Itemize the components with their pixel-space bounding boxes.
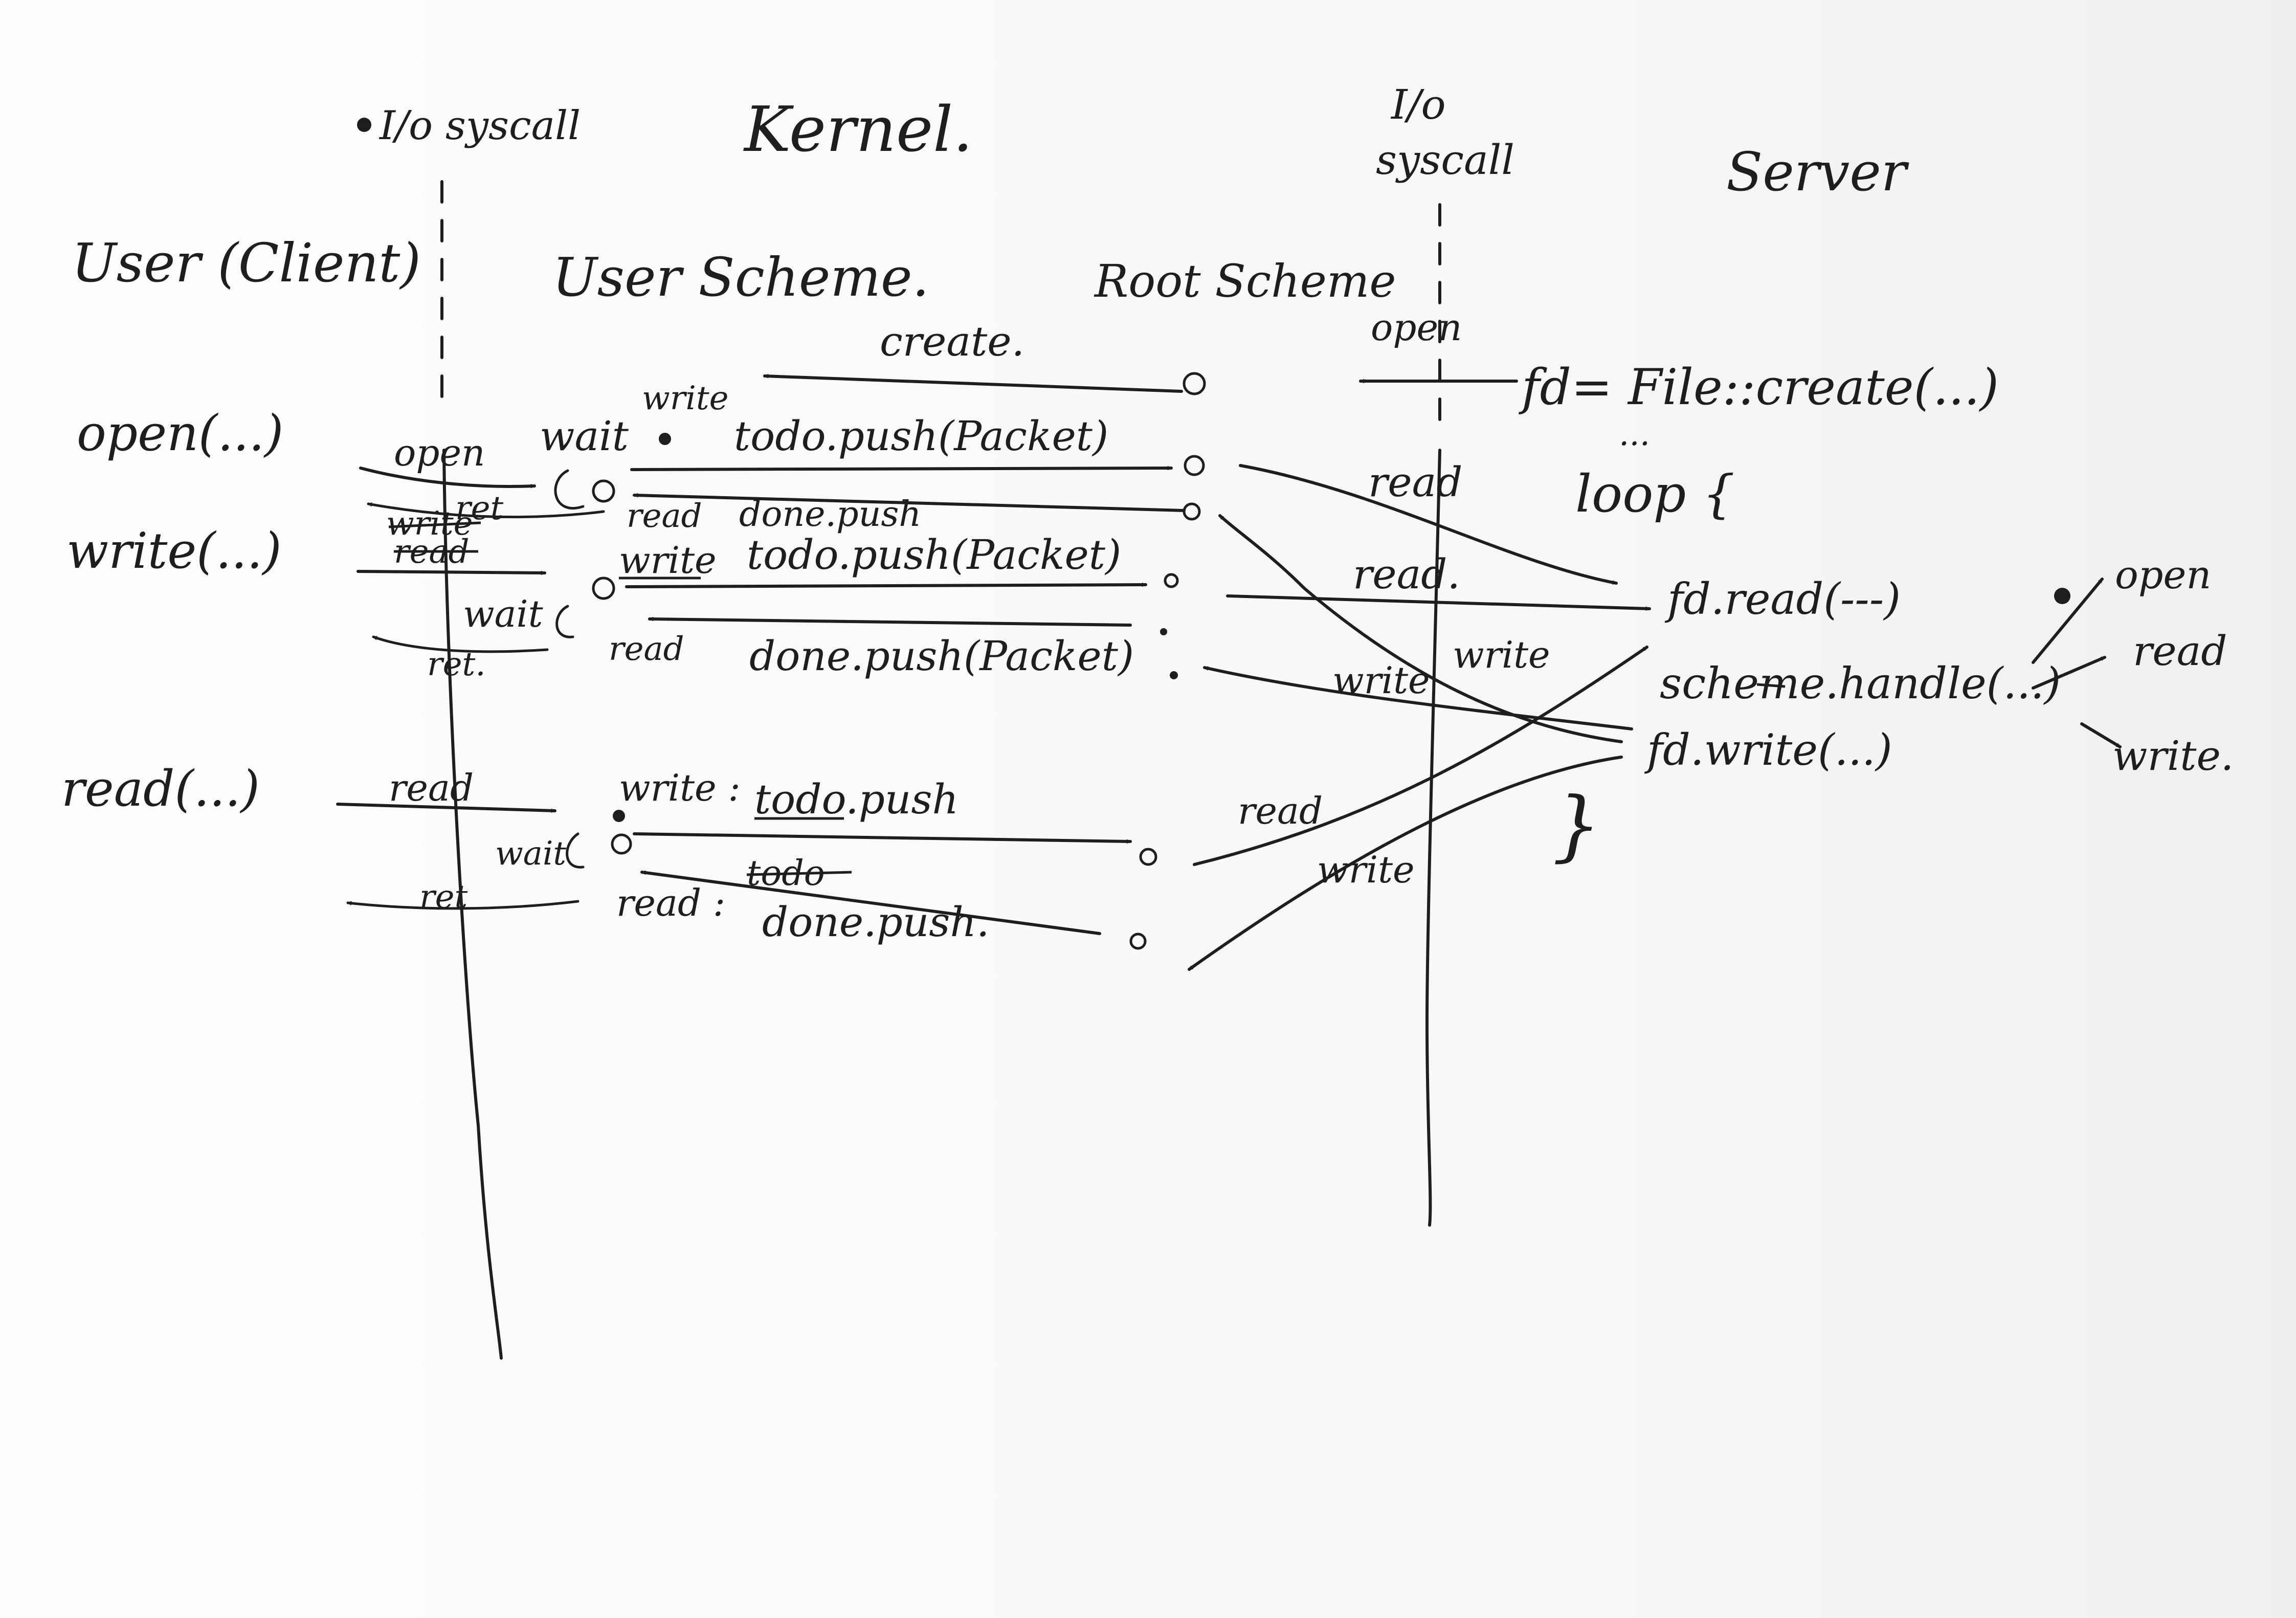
- wait-loop-3: [566, 832, 585, 869]
- todo-push-arrow-2: [625, 585, 1147, 588]
- write3-label: write :: [619, 766, 741, 809]
- create-label: create.: [880, 318, 1024, 365]
- done-push-3: done.push.: [762, 898, 989, 946]
- read-c-label: read: [1238, 789, 1323, 832]
- scheme-handle-connector: [1756, 683, 1786, 688]
- todo-push-packet-1: todo.push(Packet): [734, 412, 1108, 460]
- read-call-label: read: [389, 766, 474, 809]
- write-c-label: write: [1317, 848, 1415, 891]
- open-request-arrow: [359, 467, 536, 486]
- user-scheme-node-1: [592, 479, 615, 503]
- write-out-label: write.: [2112, 732, 2234, 780]
- wait-loop-1: [554, 469, 585, 509]
- todo-push-arrow-3: [633, 832, 1132, 841]
- left-syscall-boundary: [442, 449, 503, 1360]
- write-strikethrough: [388, 521, 481, 528]
- user-scheme-node-3: [611, 833, 632, 855]
- syscall-right-header-line1: I/o: [1390, 81, 1446, 128]
- read-out-label: read: [2133, 627, 2227, 675]
- write-a-label: write: [1453, 633, 1550, 676]
- dispatch-open-arrow: [2032, 578, 2104, 664]
- todo-push-3: todo.push: [754, 775, 958, 823]
- root-scheme-node-3: [1164, 573, 1179, 588]
- ret-arrow-3: [346, 900, 579, 910]
- dots-label: ...: [1619, 415, 1650, 453]
- wait-label-1: wait: [540, 412, 629, 460]
- read-request-arrow: [336, 803, 556, 811]
- done-push-packet-2: done.push(Packet): [749, 632, 1134, 680]
- read3-label: read :: [616, 881, 725, 924]
- user-scheme-node-2: [592, 577, 615, 600]
- read1-label: read: [627, 497, 702, 535]
- read-edge-to-scheme-handle: [1193, 646, 1648, 866]
- done-push-arrow-2: [648, 619, 1132, 627]
- root-scheme-node-4: [1139, 848, 1157, 866]
- todo-push-packet-2: todo.push(Packet): [747, 531, 1121, 579]
- bullet-dot: [357, 118, 371, 132]
- open-left-label: open: [394, 431, 485, 474]
- server-header: Server: [1726, 141, 1909, 203]
- ret-label-3: ret: [419, 878, 467, 916]
- ret-arrow-1: [367, 504, 605, 519]
- bullet-dot-open: [2054, 588, 2070, 604]
- user-scheme-header: User Scheme.: [552, 246, 929, 308]
- read-edge-to-fd-read-2: [1226, 594, 1651, 609]
- read-a-label: read: [1368, 458, 1463, 506]
- ret-label-2: ret.: [427, 646, 486, 683]
- right-syscall-boundary: [1425, 449, 1441, 1227]
- syscall-right-header-line2: syscall: [1376, 136, 1514, 184]
- todo-strikethrough: [746, 871, 852, 876]
- client-write-call: write(...): [66, 522, 282, 580]
- bullet-dot-write3: [613, 810, 625, 822]
- write2-label: write: [619, 539, 717, 582]
- write-edge-from-fd-write-2: [1203, 666, 1633, 730]
- root-scheme-header: Root Scheme: [1094, 255, 1396, 307]
- read-b-label: read.: [1353, 550, 1460, 598]
- dispatch-write-arrow: [2080, 722, 2122, 748]
- loop-open-code: loop {: [1575, 464, 1735, 524]
- read2-label: read: [609, 630, 684, 668]
- write1-label: write: [642, 380, 728, 417]
- root-scheme-point-a: [1160, 628, 1167, 635]
- write-edge-from-fd-write-1: [1218, 514, 1623, 743]
- root-scheme-point-b: [1170, 671, 1178, 679]
- root-scheme-node-2: [1183, 502, 1201, 521]
- dispatch-read-arrow: [2032, 656, 2106, 690]
- wait-label-3: wait: [495, 835, 566, 873]
- fd-read-code: fd.read(---): [1664, 574, 1901, 624]
- client-open-call: open(...): [77, 405, 283, 462]
- write-b-label: write: [1332, 659, 1430, 702]
- done-push-arrow-1: [633, 495, 1186, 512]
- kernel-header: Kernel.: [743, 93, 973, 166]
- scheme-handle-code: scheme.handle(...): [1660, 658, 2061, 708]
- wait-loop-2: [555, 605, 574, 638]
- wait-label-2: wait: [463, 592, 544, 635]
- write-edge-from-fd-write-3: [1188, 756, 1623, 971]
- create-arrow: [763, 376, 1183, 393]
- done-push-arrow-3: [640, 872, 1101, 935]
- client-header: User (Client): [72, 232, 421, 294]
- done-push-1: done.push: [739, 494, 921, 535]
- client-read-call: read(...): [61, 760, 260, 817]
- fd-create-code: fd= File::create(...): [1519, 359, 1999, 416]
- root-scheme-node-5: [1129, 933, 1147, 950]
- fd-write-code: fd.write(...): [1644, 725, 1892, 775]
- write-request-arrow: [356, 570, 546, 573]
- root-scheme-node-create: [1183, 372, 1206, 395]
- open-out-label: open: [2115, 552, 2211, 597]
- syscall-left-header: I/o syscall: [378, 103, 581, 149]
- ret-arrow-2: [372, 635, 549, 653]
- root-scheme-node-1: [1184, 455, 1205, 476]
- todo-push-arrow-1: [630, 468, 1173, 471]
- read-edge-to-fd-read-1: [1239, 464, 1618, 585]
- ret-label-1: ret: [455, 490, 503, 527]
- bullet-dot-write1: [659, 433, 671, 445]
- open-right-label: open: [1371, 306, 1462, 349]
- loop-close-brace: }: [1552, 781, 1601, 870]
